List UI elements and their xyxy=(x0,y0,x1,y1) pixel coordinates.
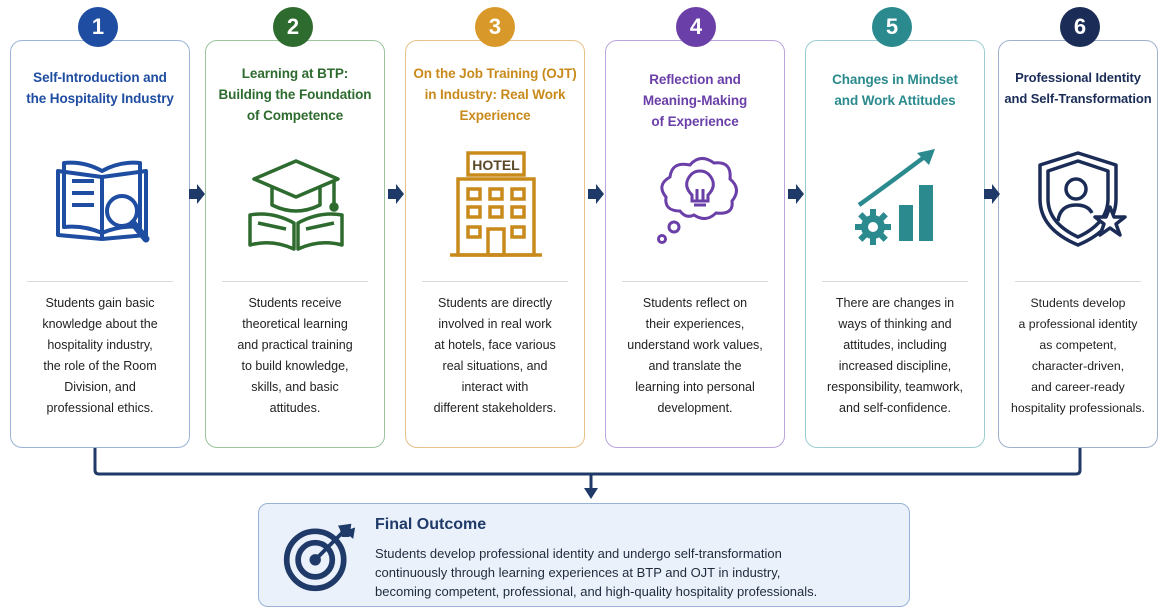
step-card-6: Professional Identity and Self-Transform… xyxy=(998,40,1158,448)
step-title: Reflection and Meaning-Making of Experie… xyxy=(642,72,748,129)
thought-bubble-lightbulb-icon xyxy=(657,157,738,244)
step-arrow-2-3 xyxy=(388,184,404,204)
step-title: Learning at BTP: Building the Foundation… xyxy=(218,66,372,123)
step-description: There are changes in ways of thinking an… xyxy=(827,296,963,415)
down-arrow-head xyxy=(584,488,598,499)
step-title: On the Job Training (OJT) in Industry: R… xyxy=(413,66,577,123)
step-title: Professional Identity and Self-Transform… xyxy=(1004,70,1152,106)
final-outcome-title: Final Outcome xyxy=(375,516,487,533)
step-description: Students receive theoretical learning an… xyxy=(237,296,353,415)
step-description: Students develop a professional identity… xyxy=(1011,296,1145,415)
final-outcome-box: Final Outcome Students develop professio… xyxy=(258,503,910,607)
growth-chart-gear-icon xyxy=(855,149,935,245)
step-arrow-3-4 xyxy=(588,184,604,204)
card-divider xyxy=(422,281,568,282)
step-number-badge-4: 4 xyxy=(676,7,716,47)
final-outcome-text: Students develop professional identity a… xyxy=(375,546,818,599)
step-card-1: Self-Introduction and the Hospitality In… xyxy=(10,40,190,448)
step-description: Students are directly involved in real w… xyxy=(433,296,557,415)
book-magnifier-icon xyxy=(56,160,150,243)
step-number-badge-1: 1 xyxy=(78,7,118,47)
step-card-5: Changes in Mindset and Work Attitudes Th… xyxy=(805,40,985,448)
card-divider xyxy=(1015,281,1141,282)
graduation-cap-book-icon xyxy=(248,159,344,251)
hotel-sign-text: HOTEL xyxy=(472,157,520,173)
step-card-3: On the Job Training (OJT) in Industry: R… xyxy=(405,40,585,448)
step-description: Students reflect on their experiences, u… xyxy=(627,296,763,415)
card-divider xyxy=(822,281,968,282)
step-number-badge-2: 2 xyxy=(273,7,313,47)
step-title: Changes in Mindset and Work Attitudes xyxy=(832,72,958,108)
step-number-badge-3: 3 xyxy=(475,7,515,47)
hotel-building-icon: HOTEL xyxy=(450,151,542,257)
step-number-badge-5: 5 xyxy=(872,7,912,47)
step-arrow-4-5 xyxy=(788,184,804,204)
step-arrow-5-6 xyxy=(984,184,1000,204)
card-divider xyxy=(27,281,173,282)
bottom-bracket-line xyxy=(93,446,1082,476)
card-divider xyxy=(622,281,768,282)
card-divider xyxy=(222,281,368,282)
target-arrow-icon xyxy=(283,523,356,592)
step-number-badge-6: 6 xyxy=(1060,7,1100,47)
step-card-2: Learning at BTP: Building the Foundation… xyxy=(205,40,385,448)
step-title: Self-Introduction and the Hospitality In… xyxy=(26,70,174,106)
step-card-4: Reflection and Meaning-Making of Experie… xyxy=(605,40,785,448)
step-description: Students gain basic knowledge about the … xyxy=(42,296,158,415)
shield-person-star-icon xyxy=(1038,151,1127,247)
step-arrow-1-2 xyxy=(189,184,205,204)
